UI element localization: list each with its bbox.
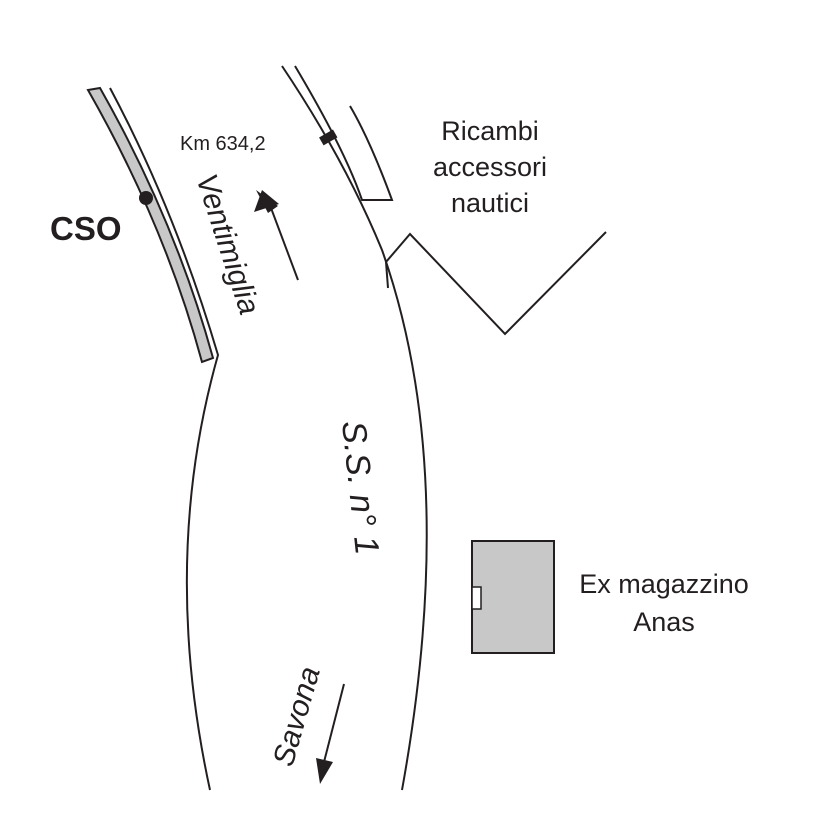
km-marker-icon [319, 129, 338, 146]
kerb-outline [294, 65, 394, 201]
shop-label-line3: nautici [451, 188, 529, 218]
warehouse-door [471, 586, 482, 610]
road-name-label: S.S. n° 1 [334, 419, 386, 557]
road-east-edge [281, 65, 428, 791]
arrow-south-shaft [323, 683, 345, 763]
road-west-edge [109, 87, 220, 791]
cso-point-icon [139, 191, 153, 205]
ventimiglia-label: Ventimiglia [189, 170, 265, 319]
shop-label-line1: Ricambi [441, 116, 539, 146]
warehouse-label-line1: Ex magazzino [579, 569, 749, 599]
shop-label-line2: accessori [433, 152, 547, 182]
arrow-north-head [254, 190, 279, 212]
warehouse-building [471, 540, 555, 654]
west-wall-strip [86, 86, 215, 364]
cso-label: CSO [50, 210, 122, 247]
arrow-south-icon [316, 758, 333, 784]
shop-lot-outline [384, 231, 607, 336]
arrow-north-shaft [267, 199, 299, 281]
savona-label: Savona [267, 663, 327, 770]
warehouse-label-line2: Anas [633, 607, 695, 637]
km-label: Km 634,2 [180, 133, 266, 155]
